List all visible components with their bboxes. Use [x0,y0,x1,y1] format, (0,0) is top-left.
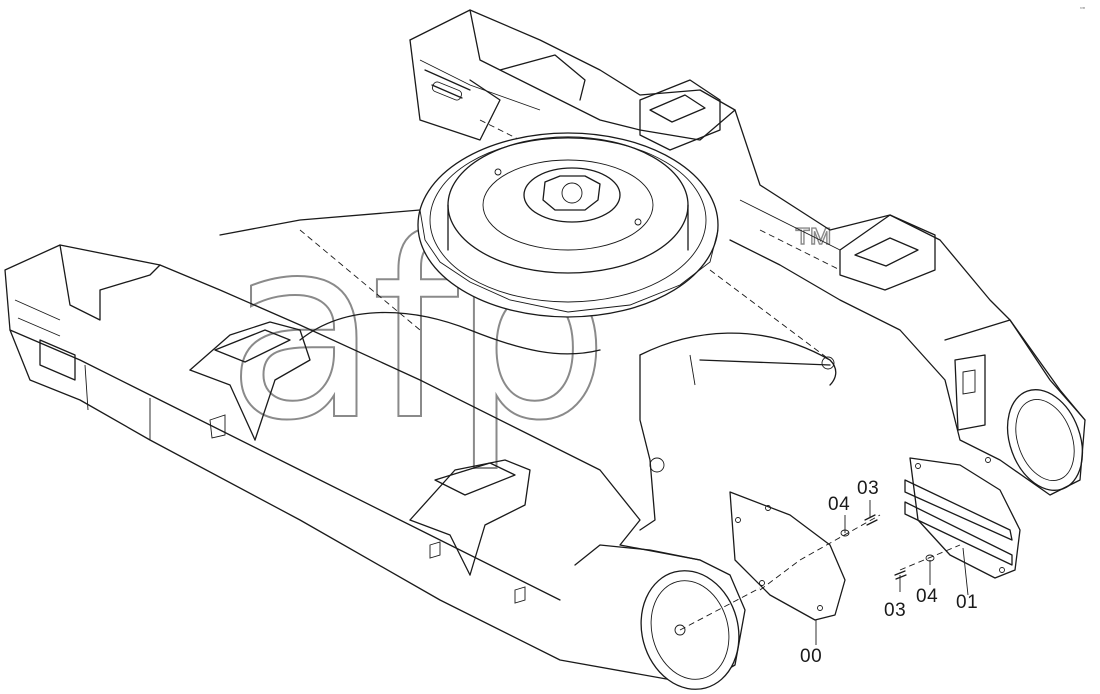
center-frame [219,209,837,531]
corner-mark: ▫▫ [1080,5,1085,12]
watermark-trademark: ™ [791,218,834,266]
callout-04-upper: 04 [828,494,851,515]
callout-03-lower: 03 [884,600,907,621]
callout-00: 00 [800,646,823,667]
callout-01: 01 [956,592,979,613]
callout-04-lower: 04 [916,586,939,607]
fasteners [759,500,969,645]
cover-plate-01 [904,457,1021,579]
swing-bearing [417,132,719,318]
callout-03-upper: 03 [857,478,880,499]
left-side-frame [4,244,761,690]
right-side-frame [409,9,1086,496]
cover-plate-00 [729,491,846,621]
